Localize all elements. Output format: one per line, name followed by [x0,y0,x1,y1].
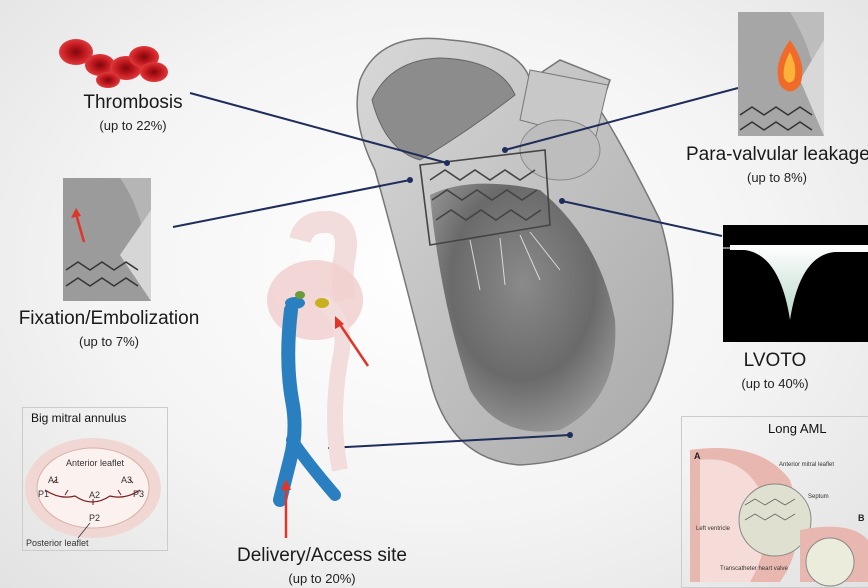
fixation-label: Fixation/Embolization (up to 7%) [0,308,218,349]
complication-name: Para-valvular leakage [686,144,868,166]
complication-pct: (up to 40%) [720,376,830,391]
paravalvular-image [738,12,824,136]
mitral-inset-title: Big mitral annulus [31,411,126,425]
fixation-image [63,178,151,301]
red-blood-cells-icon [59,39,168,88]
complication-name: Delivery/Access site [222,545,422,567]
mitral-inset [22,407,168,551]
heart-illustration [357,38,673,465]
complication-pct: (up to 8%) [686,170,868,185]
paravalvular-label: Para-valvular leakage (up to 8%) [686,144,868,185]
aml-inset [681,416,868,588]
lvoto-label: LVOTO (up to 40%) [720,350,830,391]
thrombosis-label: Thrombosis (up to 22%) [63,92,203,133]
complication-name: Fixation/Embolization [0,308,218,330]
delivery-label: Delivery/Access site (up to 20%) [222,545,422,586]
complication-pct: (up to 7%) [0,334,218,349]
complication-pct: (up to 22%) [63,118,203,133]
vascular-access-illustration [267,222,368,538]
lvoto-echo-image [723,225,868,342]
complication-name: Thrombosis [63,92,203,114]
complication-pct: (up to 20%) [222,571,422,586]
complication-name: LVOTO [720,350,830,372]
aml-inset-title: Long AML [768,421,827,436]
